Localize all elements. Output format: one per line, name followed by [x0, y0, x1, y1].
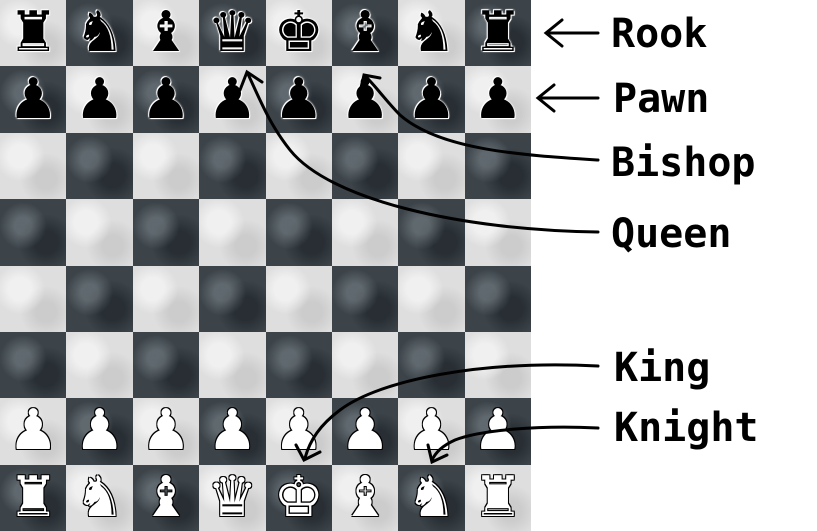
board-square — [464, 66, 531, 133]
board-square — [66, 66, 133, 133]
board-square — [66, 331, 133, 399]
white-rook-icon: ♜ — [472, 464, 523, 530]
board-square — [398, 0, 465, 67]
board-square — [265, 66, 332, 133]
board-square — [66, 265, 133, 332]
board-square — [265, 199, 332, 266]
pawn-arrow-icon — [535, 83, 600, 113]
board-square — [265, 132, 332, 200]
black-pawn-icon: ♟ — [472, 66, 523, 132]
board-square — [398, 464, 465, 531]
bishop-pointer-line — [358, 73, 600, 162]
board-square — [331, 331, 399, 399]
black-bishop-icon: ♝ — [140, 0, 192, 66]
board-square — [66, 132, 133, 200]
white-knight-icon: ♞ — [74, 464, 125, 530]
board-square — [0, 331, 67, 399]
board-square — [199, 0, 266, 67]
board-square — [0, 0, 67, 67]
white-pawn-icon: ♟ — [140, 398, 192, 464]
board-square — [132, 66, 200, 133]
white-bishop-icon: ♝ — [140, 464, 192, 530]
board-square — [265, 265, 332, 332]
board-square — [199, 464, 266, 531]
board-square — [464, 464, 531, 531]
white-pawn-icon: ♟ — [74, 398, 125, 464]
white-rook-icon: ♜ — [8, 464, 59, 530]
queen-pointer-line — [238, 69, 600, 234]
board-square — [464, 0, 531, 67]
board-square — [331, 199, 399, 266]
board-square — [464, 199, 531, 266]
board-square — [132, 0, 200, 67]
black-queen-icon: ♛ — [207, 0, 258, 66]
board-square — [132, 331, 200, 399]
board-square — [199, 398, 266, 465]
black-bishop-icon: ♝ — [339, 0, 391, 66]
board-square — [0, 199, 67, 266]
board-square — [331, 464, 399, 531]
board-square — [132, 132, 200, 200]
white-pawn-icon: ♟ — [406, 398, 457, 464]
knight-pointer-line — [426, 425, 600, 465]
board-square — [0, 398, 67, 465]
black-pawn-icon: ♟ — [339, 66, 391, 132]
white-knight-icon: ♞ — [406, 464, 457, 530]
white-pawn-icon: ♟ — [207, 398, 258, 464]
white-bishop-icon: ♝ — [339, 464, 391, 530]
board-square — [331, 0, 399, 67]
board-square — [199, 132, 266, 200]
board-square — [265, 0, 332, 67]
board-square — [265, 331, 332, 399]
black-pawn-icon: ♟ — [8, 66, 59, 132]
white-pawn-icon: ♟ — [339, 398, 391, 464]
black-pawn-icon: ♟ — [207, 66, 258, 132]
board-square — [132, 199, 200, 266]
board-square — [66, 398, 133, 465]
board-square — [398, 132, 465, 200]
rook-arrow-icon — [543, 18, 600, 48]
white-king-icon: ♚ — [273, 464, 324, 530]
board-square — [66, 0, 133, 67]
board-square — [132, 398, 200, 465]
black-rook-icon: ♜ — [472, 0, 523, 66]
king-pointer-line — [294, 363, 600, 462]
black-knight-icon: ♞ — [406, 0, 457, 66]
board-square — [132, 265, 200, 332]
board-square — [66, 464, 133, 531]
black-pawn-icon: ♟ — [140, 66, 192, 132]
label-rook: Rook — [611, 11, 708, 57]
black-king-icon: ♚ — [273, 0, 324, 66]
board-square — [464, 265, 531, 332]
black-pawn-icon: ♟ — [406, 66, 457, 132]
label-knight: Knight — [614, 405, 759, 451]
label-pawn: Pawn — [613, 76, 710, 122]
board-square — [464, 132, 531, 200]
label-king: King — [614, 345, 711, 391]
board-square — [331, 265, 399, 332]
board-square — [0, 132, 67, 200]
board-square — [199, 265, 266, 332]
board-square — [0, 66, 67, 133]
board-square — [0, 265, 67, 332]
white-queen-icon: ♛ — [207, 464, 258, 530]
black-pawn-icon: ♟ — [74, 66, 125, 132]
black-pawn-icon: ♟ — [273, 66, 324, 132]
board-square — [66, 199, 133, 266]
board-square — [265, 464, 332, 531]
board-square — [199, 199, 266, 266]
board-square — [398, 265, 465, 332]
label-bishop: Bishop — [611, 140, 756, 186]
black-rook-icon: ♜ — [8, 0, 59, 66]
board-square — [398, 331, 465, 399]
board-square — [199, 331, 266, 399]
board-square — [0, 464, 67, 531]
black-knight-icon: ♞ — [74, 0, 125, 66]
board-square — [132, 464, 200, 531]
white-pawn-icon: ♟ — [8, 398, 59, 464]
board-square — [265, 398, 332, 465]
label-queen: Queen — [611, 211, 732, 257]
